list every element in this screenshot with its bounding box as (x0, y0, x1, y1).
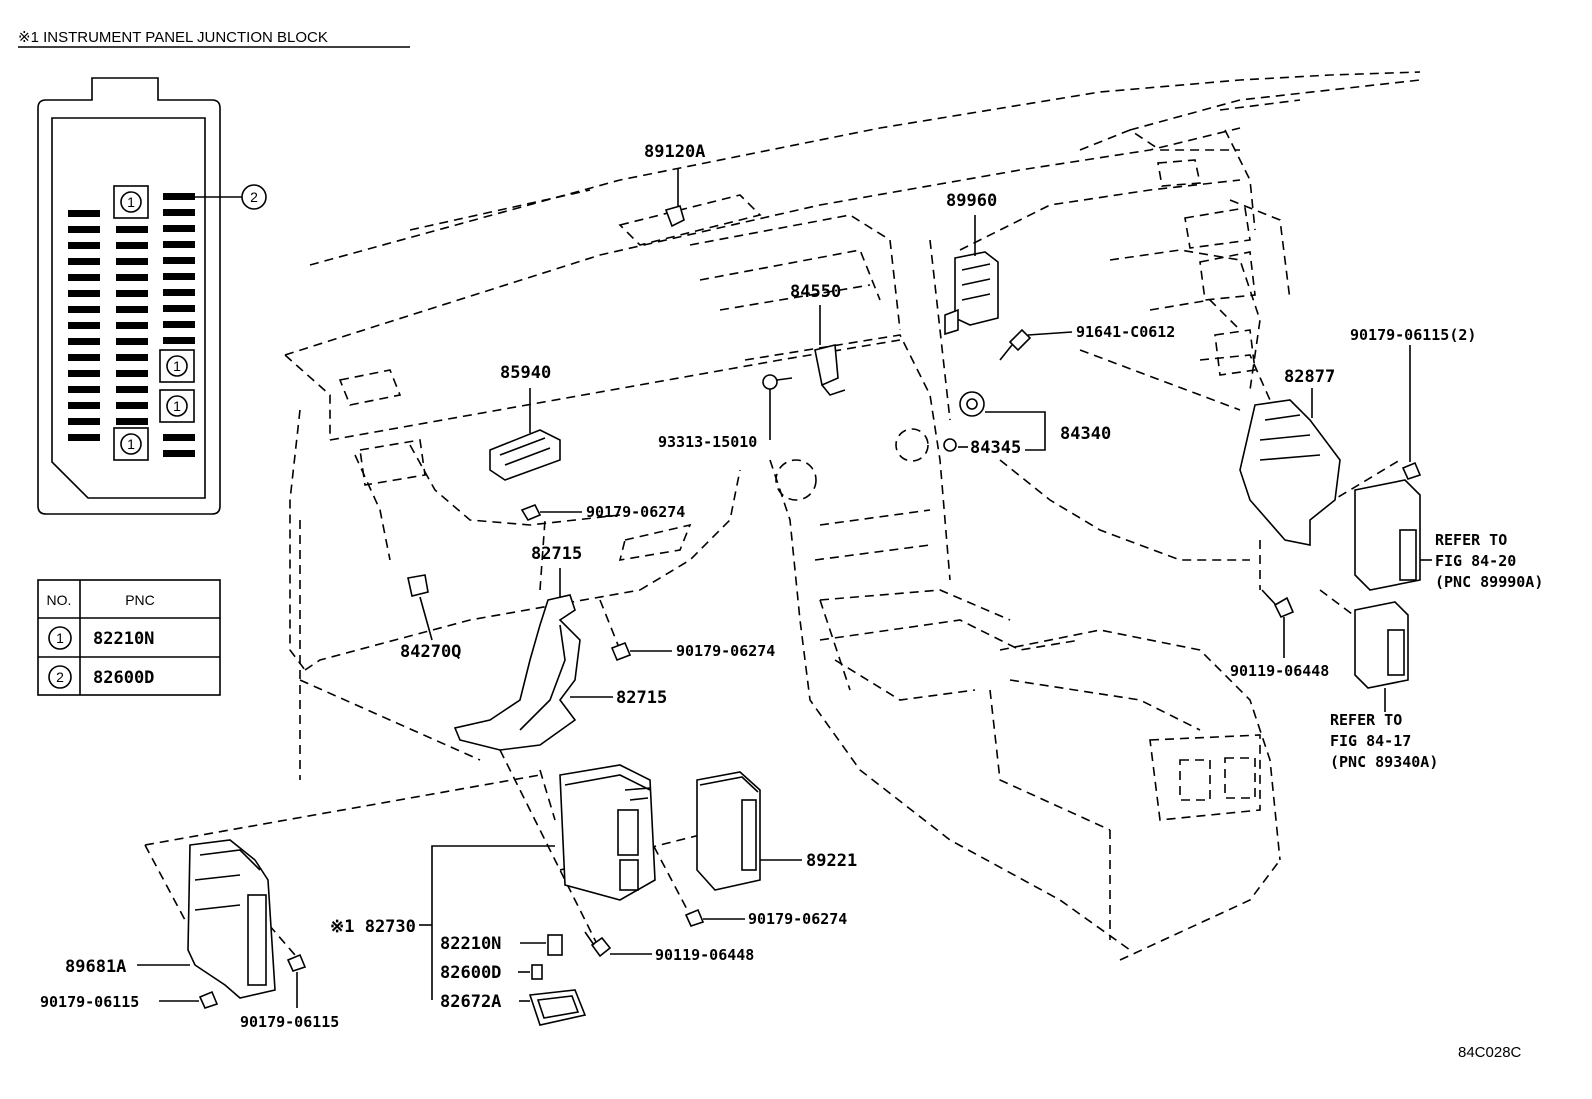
part-82730-junction-block (559, 764, 656, 901)
svg-text:1: 1 (173, 398, 181, 414)
label-82672A: 82672A (440, 992, 501, 1012)
part-82672A-cover (519, 989, 587, 1026)
label-90119-06448-b: 90119-06448 (655, 946, 754, 964)
part-90179-06115-clip-b (286, 953, 307, 1008)
part-89120A (664, 168, 685, 228)
part-84340-switch (943, 391, 1046, 452)
figure-code: 84C028C (1458, 1044, 1522, 1061)
part-85940 (489, 388, 561, 481)
label-89120A: 89120A (644, 142, 705, 162)
label-84345: 84345 (970, 438, 1021, 458)
label-82715-b: 82715 (616, 688, 667, 708)
relay-1-bottom: 1 (113, 427, 149, 461)
part-89681A-module (137, 839, 276, 999)
part-93313-screw (762, 374, 793, 440)
label-84550: 84550 (790, 282, 841, 302)
callout-2: 2 (195, 184, 267, 210)
relay-1-top: 1 (113, 185, 149, 219)
label-89960: 89960 (946, 191, 997, 211)
label-84270Q: 84270Q (400, 642, 461, 662)
label-90179-06115-a: 90179-06115 (40, 993, 139, 1011)
pnc-table: NO. PNC 1 82210N 2 82600D (37, 579, 221, 696)
pnc-row-1-no: 1 (56, 630, 64, 646)
refer-1-line3: (PNC 89990A) (1435, 573, 1543, 591)
label-84340: 84340 (1060, 424, 1111, 444)
refer-2-line2: FIG 84-17 (1330, 732, 1411, 750)
part-89221-ecu (696, 771, 802, 891)
svg-text:1: 1 (173, 358, 181, 374)
label-82715-a: 82715 (531, 544, 582, 564)
refer-2-line1: REFER TO (1330, 711, 1402, 729)
svg-text:1: 1 (127, 436, 135, 452)
part-82210N-relay (520, 934, 563, 956)
pnc-table-header-pnc: PNC (125, 592, 155, 608)
label-90119-06448-a: 90119-06448 (1230, 662, 1329, 680)
part-84550 (814, 305, 846, 396)
label-91641-C0612: 91641-C0612 (1076, 323, 1175, 341)
refer-2-line3: (PNC 89340A) (1330, 753, 1438, 771)
label-82877: 82877 (1284, 367, 1335, 387)
label-90179-06274-c: 90179-06274 (748, 910, 847, 928)
label-82210N: 82210N (440, 934, 501, 954)
pnc-table-header-no: NO. (47, 592, 72, 608)
bracket-82730-group (419, 845, 555, 1000)
label-85940: 85940 (500, 363, 551, 383)
label-90179-06274-a: 90179-06274 (586, 503, 685, 521)
pnc-row-1-pnc: 82210N (93, 629, 154, 649)
relay-1-mid-b: 1 (159, 389, 195, 423)
part-91641-bolt (999, 328, 1073, 361)
part-90179-06274-clip-c (684, 908, 745, 927)
diagram-title: ※1 INSTRUMENT PANEL JUNCTION BLOCK (18, 29, 328, 46)
label-89681A: 89681A (65, 957, 126, 977)
part-90179-06115-2-clip (1401, 345, 1422, 480)
part-90119-06448-bolt-a (1261, 589, 1295, 658)
refer-1-line2: FIG 84-20 (1435, 552, 1516, 570)
part-89960 (944, 215, 999, 336)
label-90179-06274-b: 90179-06274 (676, 642, 775, 660)
part-82715-bracket (453, 568, 613, 751)
refer-module-89990A (1354, 479, 1432, 591)
label-82600D: 82600D (440, 963, 501, 983)
svg-text:2: 2 (250, 189, 258, 205)
relay-1-mid-a: 1 (159, 349, 195, 383)
pnc-row-2-no: 2 (56, 669, 64, 685)
label-82730: ※1 82730 (330, 917, 416, 937)
refer-1-line1: REFER TO (1435, 531, 1507, 549)
part-90179-06274-clip-a (520, 503, 582, 522)
part-84270Q (407, 574, 433, 641)
svg-text:1: 1 (127, 194, 135, 210)
part-82600D-fuse (518, 964, 543, 980)
refer-module-89340A (1354, 601, 1409, 712)
label-93313-15010: 93313-15010 (658, 433, 757, 451)
part-90179-06115-clip-a (159, 990, 219, 1009)
part-90119-06448-bolt-b (584, 931, 652, 958)
fuse-slots (68, 193, 195, 457)
part-90179-06274-clip-b (610, 641, 672, 662)
label-90179-06115-2: 90179-06115(2) (1350, 326, 1476, 344)
pnc-row-2-pnc: 82600D (93, 668, 154, 688)
part-82877-bracket (1239, 388, 1341, 546)
label-89221: 89221 (806, 851, 857, 871)
junction-block-outline (37, 77, 221, 515)
instrument-panel-outline (284, 71, 1421, 961)
label-90179-06115-b: 90179-06115 (240, 1013, 339, 1031)
